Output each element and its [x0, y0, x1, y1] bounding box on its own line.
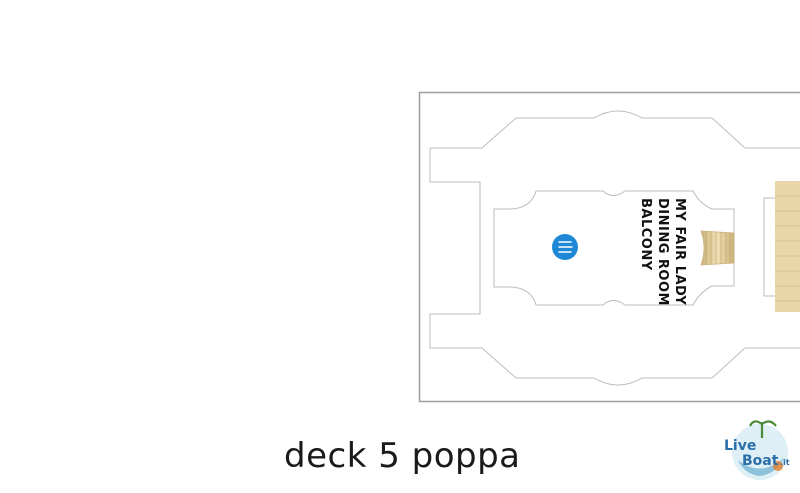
room-label-line-1: MY FAIR LADY	[672, 198, 687, 305]
logo-text-live: Live	[724, 438, 756, 454]
room-label-line-2: DINING ROOM	[655, 198, 670, 306]
aft-stair-outline	[763, 197, 775, 297]
fork-knife-icon	[552, 234, 578, 260]
hull-outline	[418, 91, 800, 403]
logo-text-domain: .it	[780, 458, 790, 467]
room-label-line-3: BALCONY	[638, 198, 653, 271]
outer-deck-contour	[429, 110, 800, 386]
aft-stair-block	[775, 181, 800, 312]
deck-caption: deck 5 poppa	[284, 436, 521, 476]
logo-text-boat: Boat	[742, 453, 779, 469]
liveboat-logo: Live Boat .it	[724, 420, 790, 480]
room-label: MY FAIR LADY DINING ROOM BALCONY	[638, 198, 687, 311]
dining-balcony-contour	[493, 190, 735, 306]
